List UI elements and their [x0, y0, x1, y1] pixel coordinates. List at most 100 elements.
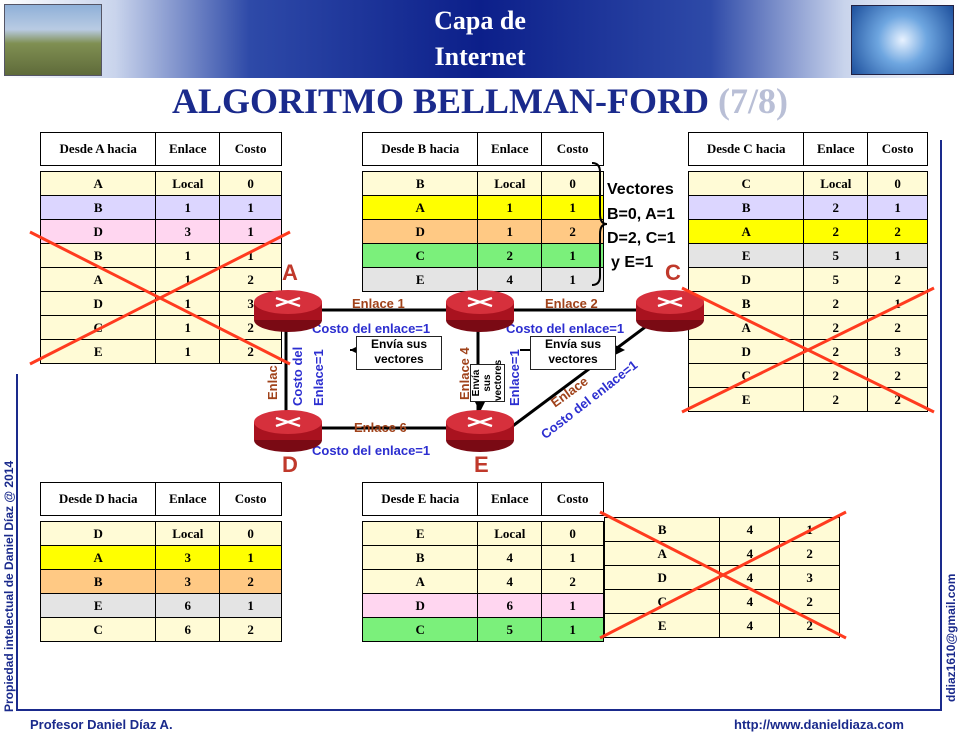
table-cell: Local [803, 171, 869, 196]
table-cell: C [361, 617, 479, 642]
table-cell: 1 [477, 219, 543, 244]
table-cell: 2 [867, 219, 928, 244]
vectors-line3: D=2, C=1 [607, 230, 676, 247]
router-c-icon [636, 290, 704, 332]
link-label-3: Enlac [265, 365, 280, 400]
table-cell: 1 [541, 243, 604, 268]
header-logo [851, 5, 954, 75]
arrow-to-e-head [474, 400, 486, 412]
table-cell: 4 [719, 517, 781, 542]
table-cell: E [361, 267, 479, 292]
table-cell: 1 [541, 267, 604, 292]
table-cell: 3 [155, 569, 221, 594]
frame-bottom-line [16, 709, 942, 711]
table-cell: A [39, 545, 157, 570]
table-cell: 1 [155, 315, 221, 340]
link-label-1: Enlace 1 [352, 296, 405, 311]
table-cell: 4 [719, 589, 781, 614]
table-cell: 2 [779, 589, 840, 614]
table-cell: A [687, 219, 805, 244]
table-cell: E [603, 613, 721, 638]
table-cell: 1 [779, 517, 840, 542]
table-cell: 2 [219, 617, 282, 642]
router-a-icon [254, 290, 322, 332]
table-cell: D [39, 291, 157, 316]
table-cell: 2 [779, 541, 840, 566]
table-cell: 2 [779, 613, 840, 638]
table-cell: 4 [477, 267, 543, 292]
node-label-a: A [282, 260, 298, 285]
table-cell: 6 [155, 593, 221, 618]
table-cell: Local [155, 521, 221, 546]
table-cell: 0 [219, 521, 282, 546]
send-vectors-note-center: Envía sus vectores [470, 359, 505, 402]
table-cell: 5 [803, 243, 869, 268]
frame-left-line [16, 374, 18, 710]
table-cell: E [687, 387, 805, 412]
table-cell: D [361, 219, 479, 244]
table-cell: Local [477, 171, 543, 196]
table-cell: E [361, 521, 479, 546]
table-cell: 1 [219, 195, 282, 220]
table-cell: A [39, 171, 157, 196]
table-cell: E [39, 593, 157, 618]
table-cell: 2 [541, 569, 604, 594]
table-cell: C [603, 589, 721, 614]
table-cell: 3 [155, 219, 221, 244]
table-cell: B [39, 195, 157, 220]
arrow-to-c-head [613, 344, 625, 356]
table-cell: A [361, 569, 479, 594]
table-b-header-cost: Costo [541, 132, 604, 166]
table-cell: 0 [867, 171, 928, 196]
header-title-line2: Internet [434, 42, 526, 71]
table-cell: C [361, 243, 479, 268]
cost-label-ab: Costo del enlace=1 [312, 321, 431, 336]
table-cell: B [361, 545, 479, 570]
table-cell: 2 [867, 387, 928, 412]
vectors-line2: B=0, A=1 [607, 206, 675, 223]
table-cell: 6 [477, 593, 543, 618]
header-banner [0, 0, 960, 78]
table-cell: 2 [219, 339, 282, 364]
table-cell: Local [477, 521, 543, 546]
cost-label-de: Costo del enlace=1 [312, 443, 431, 458]
table-c-header-cost: Costo [867, 132, 928, 166]
table-cell: 1 [541, 593, 604, 618]
table-e-header-cost: Costo [541, 482, 604, 516]
table-cell: 2 [803, 387, 869, 412]
table-a-header-link: Enlace [155, 132, 221, 166]
table-cell: 1 [219, 545, 282, 570]
table-cell: 3 [155, 545, 221, 570]
cost-label-ad-line2: Enlace=1 [311, 349, 326, 406]
table-cell: 2 [867, 315, 928, 340]
cost-label-ad-line1: Costo del [290, 346, 305, 406]
frame-right-line [940, 140, 942, 710]
router-d-icon [254, 410, 322, 452]
table-cell: 2 [867, 363, 928, 388]
footer-url[interactable]: http://www.danieldiaza.com [734, 717, 904, 732]
table-cell: C [687, 171, 805, 196]
table-c-header-dest: Desde C hacia [687, 132, 805, 166]
table-cell: 1 [477, 195, 543, 220]
